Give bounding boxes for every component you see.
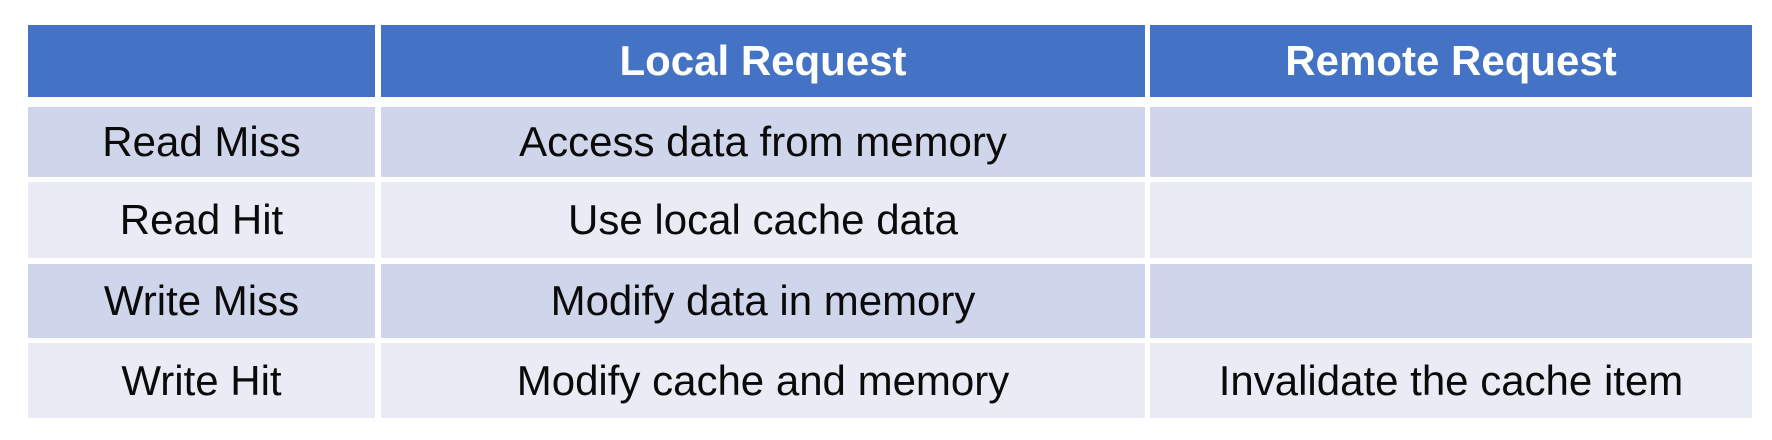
row-label-cell: Read Miss [28,107,375,177]
table-row: Read Hit Use local cache data [28,182,1752,258]
remote-request-cell [1150,107,1752,177]
row-label-cell: Write Hit [28,343,375,418]
table-header-row: Local Request Remote Request [28,25,1752,97]
table-row: Read Miss Access data from memory [28,107,1752,177]
table-row: Write Miss Modify data in memory [28,264,1752,338]
remote-request-cell [1150,182,1752,258]
cache-coherence-table: Local Request Remote Request Read Miss A… [28,25,1752,418]
header-cell-empty [28,25,375,97]
local-request-cell: Use local cache data [381,182,1145,258]
row-label-cell: Read Hit [28,182,375,258]
row-label-cell: Write Miss [28,264,375,338]
header-cell-local-request: Local Request [381,25,1145,97]
remote-request-cell: Invalidate the cache item [1150,343,1752,418]
table-row: Write Hit Modify cache and memory Invali… [28,343,1752,418]
remote-request-cell [1150,264,1752,338]
local-request-cell: Modify cache and memory [381,343,1145,418]
local-request-cell: Modify data in memory [381,264,1145,338]
header-cell-remote-request: Remote Request [1150,25,1752,97]
local-request-cell: Access data from memory [381,107,1145,177]
